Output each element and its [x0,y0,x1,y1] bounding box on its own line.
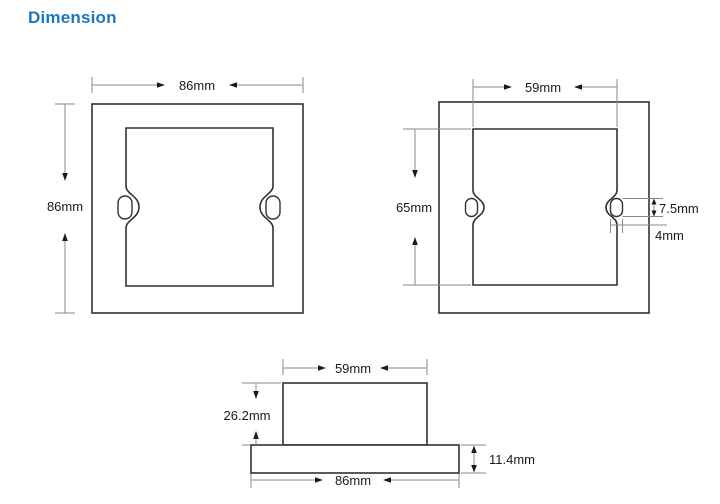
rear-width-label: 59mm [525,80,561,95]
slot-width-dimension: 4mm [610,219,684,243]
rear-width-dimension: 59mm [472,79,618,127]
front-height-label: 86mm [47,199,83,214]
slot-height-dimension: 7.5mm [622,198,699,217]
arrowhead [380,365,388,371]
side-top-width-dimension: 59mm [282,359,428,376]
side-base-plate [250,444,460,474]
front-width-dimension: 86mm [91,77,304,93]
rear-height-label: 65mm [396,200,432,215]
front-left-screw-slot [117,195,133,220]
side-base-height-label: 11.4mm [489,452,535,467]
front-inner-frame [125,127,274,287]
arrowhead [315,477,323,483]
rear-left-screw-slot [464,197,479,218]
side-base-width-label: 86mm [335,473,371,488]
side-top-width-label: 59mm [335,361,371,376]
arrowhead [157,82,165,88]
side-top-body [282,382,428,446]
arrowhead [62,173,68,181]
arrowhead [471,445,477,453]
arrowhead [318,365,326,371]
side-base-height-dimension: 11.4mm [461,444,535,474]
rear-right-screw-slot [609,197,624,218]
side-view: 59mm 26.2mm 11.4mm [224,359,535,488]
arrowhead [253,431,259,439]
arrowhead [412,237,418,245]
arrowhead [471,465,477,473]
arrowhead [504,84,512,90]
arrowhead [412,170,418,178]
rear-inner-frame [472,128,618,286]
arrowhead [253,391,259,399]
slot-height-label: 7.5mm [659,201,699,216]
arrowhead [574,84,582,90]
front-height-dimension: 86mm [47,103,83,314]
front-view: 86mm 86mm [47,77,304,314]
side-height-label: 26.2mm [224,408,271,423]
side-height-dimension: 26.2mm [224,382,281,446]
arrowhead [383,477,391,483]
page-title: Dimension [28,8,117,27]
arrowhead [62,233,68,241]
arrowhead [651,210,657,217]
front-right-screw-slot [265,195,281,220]
rear-height-dimension: 65mm [396,128,471,286]
front-width-label: 86mm [179,78,215,93]
rear-view: 59mm 65mm 7.5mm [396,79,699,314]
arrowhead [651,198,657,205]
slot-width-label: 4mm [655,228,684,243]
arrowhead [229,82,237,88]
side-base-width-dimension: 86mm [250,473,460,488]
